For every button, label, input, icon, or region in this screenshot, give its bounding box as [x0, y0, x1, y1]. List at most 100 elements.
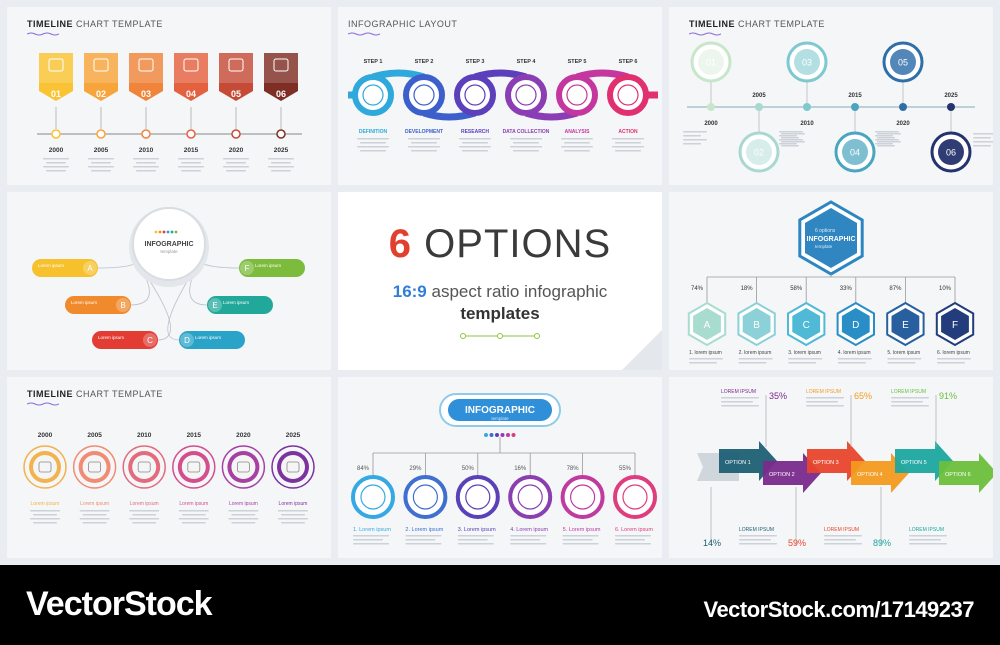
option-label: OPTION 6: [945, 472, 971, 478]
text-placeholder-line: [877, 141, 901, 143]
node-icon: [360, 484, 386, 510]
item-title: 2. Lorem ipsum: [405, 527, 443, 533]
text-placeholder-line: [353, 543, 389, 545]
text-placeholder-line: [891, 405, 929, 407]
text-placeholder-line: [457, 539, 488, 541]
step-title: DEFINITION: [359, 129, 388, 135]
tab-icon: [138, 58, 154, 72]
text-placeholder-line: [562, 543, 599, 545]
timeline-dot: [851, 103, 859, 111]
node-ring: [351, 475, 395, 519]
option-letter: F: [952, 320, 958, 331]
step-label: STEP 1: [364, 59, 383, 65]
node-ring: [738, 131, 780, 173]
hub-subtitle: template: [160, 249, 178, 254]
node-ring: [403, 475, 448, 519]
tab-shape: [84, 53, 118, 101]
text-placeholder-line: [132, 522, 157, 524]
panel-center-title: 6 OPTIONS 16:9 aspect ratio infographic …: [338, 192, 662, 370]
main-hex: [805, 208, 857, 268]
top-heading: LOREM IPSUM: [806, 389, 841, 395]
text-placeholder-line: [228, 510, 259, 512]
squiggle-decor: [689, 32, 721, 36]
item-title: 4. Lorem ipsum: [510, 527, 548, 533]
color-dot: [489, 433, 494, 437]
text-placeholder-line: [129, 510, 160, 512]
tab-icon: [93, 58, 109, 72]
percent-label: 18%: [741, 286, 754, 292]
step-icon: [362, 84, 384, 106]
option-pill: [92, 331, 158, 349]
percent-label: 74%: [691, 286, 704, 292]
option-letter: C: [803, 320, 810, 331]
year-label: 2025: [944, 93, 958, 99]
text-placeholder-line: [223, 158, 249, 160]
node-inner: [181, 455, 206, 479]
option-pill: [65, 296, 131, 314]
text-placeholder-line: [462, 142, 488, 144]
hex-sub: template: [815, 244, 833, 249]
item-label: Lorem ipsum: [80, 501, 109, 507]
step-label: STEP 6: [619, 59, 638, 65]
hex-note: 6 options: [815, 228, 836, 234]
node-icon: [286, 461, 300, 473]
percent-label: 29%: [409, 466, 422, 472]
step-title: DATA COLLECTION: [503, 129, 550, 135]
option-label: Lorem ipsum: [38, 263, 64, 268]
text-placeholder-line: [615, 535, 651, 537]
color-dot: [500, 433, 505, 437]
node-fill: [794, 49, 820, 75]
text-placeholder-line: [459, 146, 491, 148]
hex-title: INFOGRAPHIC: [807, 236, 856, 243]
option-label: Lorem ipsum: [223, 300, 249, 305]
text-placeholder-line: [909, 539, 941, 541]
node-ring: [613, 475, 657, 519]
item-title: 3. Lorem ipsum: [458, 527, 496, 533]
bottom-percent: 14%: [703, 538, 721, 548]
text-placeholder-line: [806, 401, 838, 403]
text-placeholder-line: [178, 518, 209, 520]
text-placeholder-line: [30, 518, 60, 520]
panel-title: TIMELINE CHART TEMPLATE: [27, 389, 163, 399]
text-placeholder-line: [91, 162, 111, 164]
image-url: VectorStock.com/17149237: [703, 597, 974, 622]
timeline-dot: [707, 103, 715, 111]
text-placeholder-line: [824, 543, 862, 545]
option-badge: [180, 333, 194, 347]
year-label: 2010: [800, 121, 814, 127]
item-label: Lorem ipsum: [279, 501, 308, 507]
option-title: 2. lorem ipsum: [739, 350, 772, 356]
text-placeholder-line: [615, 142, 641, 144]
item-title: 1. Lorem ipsum: [353, 527, 391, 533]
text-placeholder-line: [721, 397, 759, 399]
text-placeholder-line: [79, 518, 110, 520]
text-placeholder-line: [564, 150, 590, 152]
node-inner: [33, 455, 57, 479]
text-placeholder-line: [561, 138, 593, 140]
text-placeholder-line: [513, 150, 539, 152]
year-label: 2020: [229, 147, 244, 154]
text-placeholder-line: [43, 158, 69, 160]
text-placeholder-line: [612, 146, 644, 148]
bottom-heading: LOREM IPSUM: [739, 527, 774, 533]
percent-label: 78%: [567, 466, 580, 472]
step-label: STEP 4: [517, 59, 537, 65]
text-placeholder-line: [30, 510, 60, 512]
node-ring: [508, 475, 553, 519]
option-pill: [179, 331, 245, 349]
tab-shape: [264, 53, 298, 101]
timeline-dot: [141, 129, 151, 139]
tab-icon: [273, 58, 289, 72]
text-placeholder-line: [788, 362, 817, 364]
text-placeholder-line: [226, 162, 246, 164]
color-dot: [511, 433, 516, 437]
node-number: 03: [802, 58, 812, 68]
text-placeholder-line: [824, 539, 856, 541]
